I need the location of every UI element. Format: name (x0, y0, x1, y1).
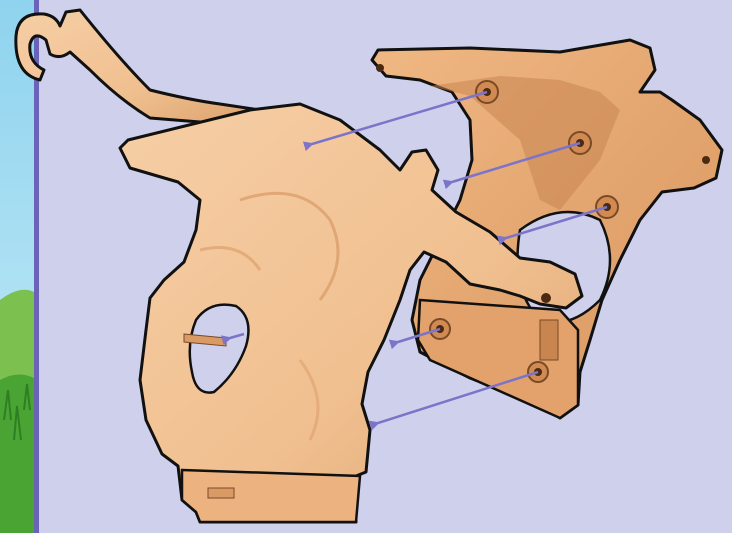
side-strip (0, 0, 39, 533)
